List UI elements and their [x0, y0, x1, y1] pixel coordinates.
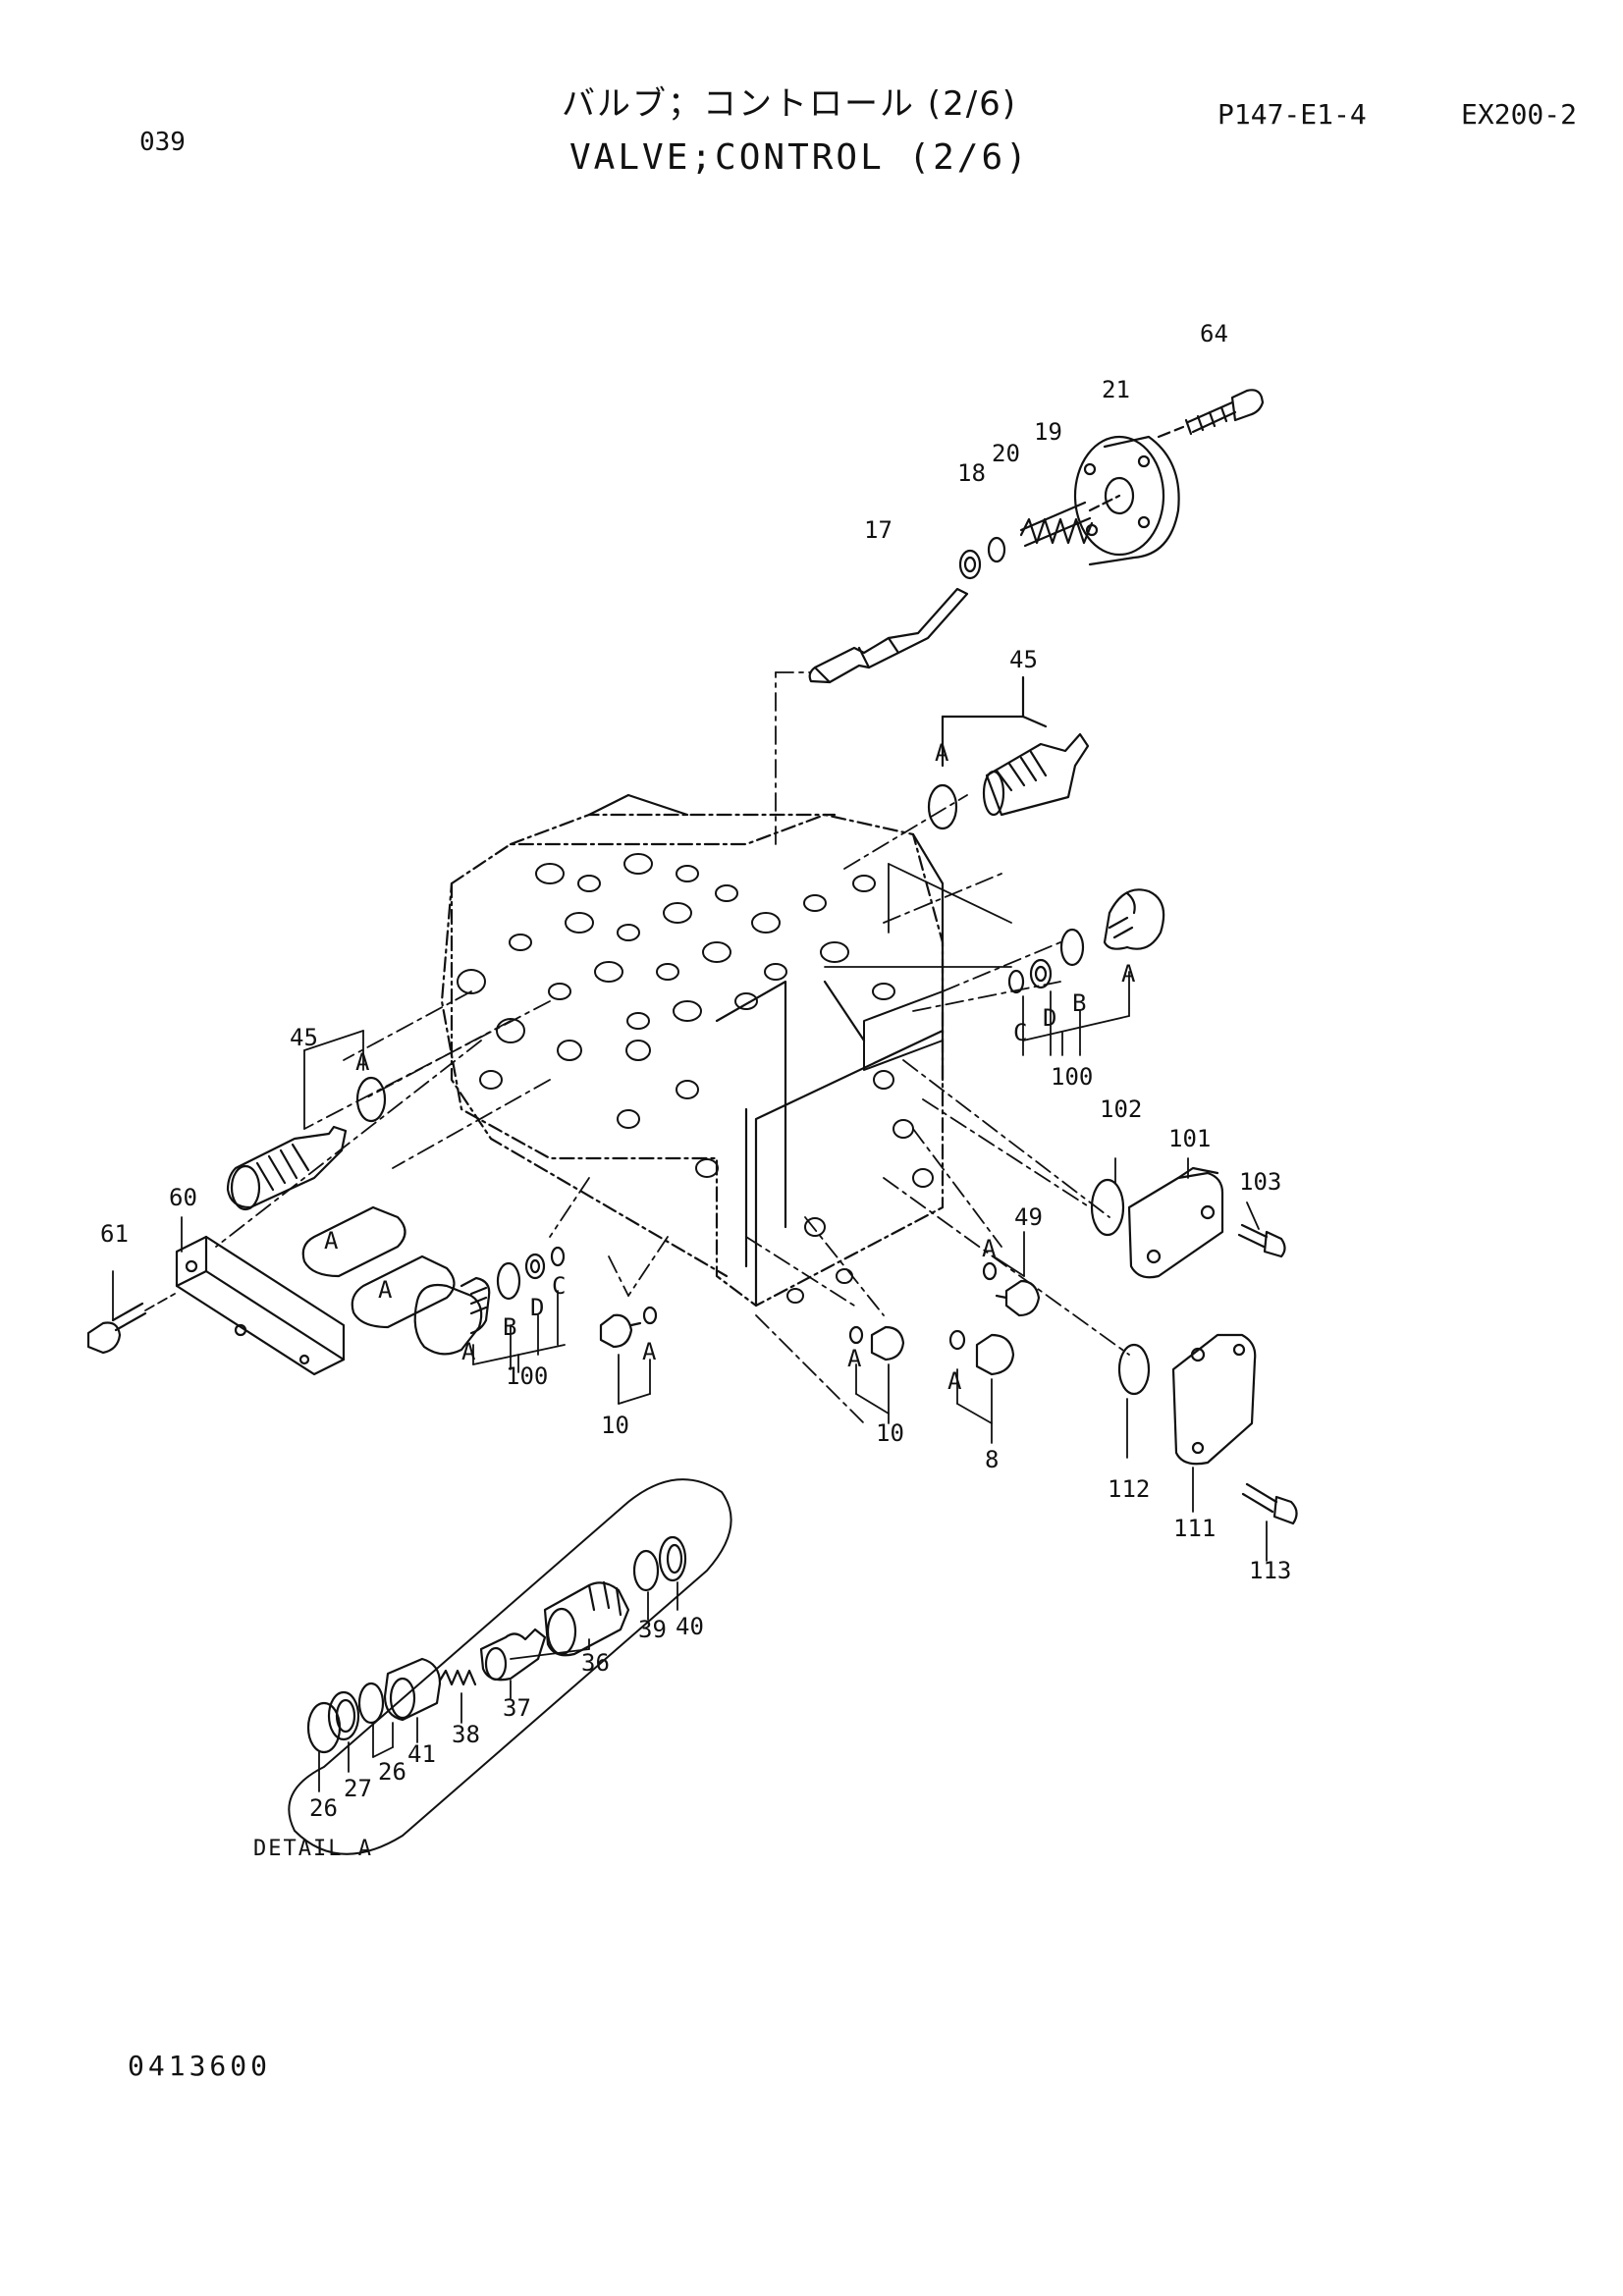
ring-20 — [987, 536, 1006, 563]
letter-a-plug-left: A — [461, 1338, 476, 1365]
letter-a-top: A — [935, 739, 949, 767]
letter-a-oval-1: A — [324, 1227, 339, 1255]
detail-a — [288, 1478, 732, 1855]
page-number: 039 — [139, 128, 186, 157]
callout-100-left: 100 — [506, 1362, 548, 1390]
letter-c-left: C — [552, 1272, 566, 1300]
plug-49 — [982, 1231, 1041, 1317]
letter-b-right: B — [1072, 989, 1086, 1017]
oring-c-left — [550, 1246, 566, 1267]
callout-61: 61 — [100, 1220, 129, 1248]
reference-letters: A A B D C A A A A B D C A A A A — [324, 739, 1136, 1395]
callout-21: 21 — [1102, 376, 1130, 403]
plate-60 — [175, 1216, 346, 1376]
plug-10-mid — [848, 1325, 905, 1424]
detail-a-caption: DETAIL A — [253, 1837, 373, 1861]
bolt-64 — [1157, 389, 1265, 439]
plug-right — [1103, 888, 1165, 950]
parts-code: P147-E1-4 — [1217, 98, 1367, 131]
oring-b-right — [1059, 928, 1085, 967]
washer-18 — [958, 549, 982, 580]
oval-a-2 — [351, 1255, 456, 1329]
callout-19: 19 — [1034, 418, 1062, 446]
valve-body — [440, 793, 945, 1308]
backup-ring-d-right — [1029, 958, 1053, 989]
callout-39: 39 — [638, 1616, 667, 1643]
oring-c-right — [1007, 969, 1025, 994]
letter-b-left: B — [503, 1313, 516, 1341]
document-number: 0413600 — [128, 2050, 272, 2082]
callout-60: 60 — [169, 1184, 197, 1211]
cover-111 — [1171, 1333, 1257, 1513]
callout-102: 102 — [1100, 1095, 1142, 1123]
callout-101: 101 — [1168, 1125, 1211, 1152]
callout-10-mid: 10 — [876, 1419, 904, 1447]
callout-111: 111 — [1173, 1515, 1216, 1542]
spool-17 — [808, 587, 969, 684]
callout-37: 37 — [503, 1694, 531, 1722]
letter-d-left: D — [530, 1294, 544, 1321]
title-english: VALVE;CONTROL (2/6) — [569, 137, 1030, 178]
callout-40: 40 — [676, 1613, 704, 1640]
callout-113: 113 — [1249, 1557, 1291, 1584]
relief-valve-45-left — [226, 1030, 387, 1211]
relief-valve-45-top — [927, 675, 1090, 830]
oring-b-left — [496, 1261, 521, 1301]
callout-26-b: 26 — [378, 1758, 406, 1786]
letter-d-right: D — [1043, 1004, 1056, 1032]
callout-45-top: 45 — [1009, 646, 1038, 673]
oring-112 — [1117, 1343, 1151, 1396]
callout-38: 38 — [452, 1721, 480, 1748]
callout-17: 17 — [864, 516, 893, 544]
callout-45-left: 45 — [290, 1024, 318, 1051]
callout-41: 41 — [407, 1740, 436, 1768]
bolt-61 — [86, 1270, 176, 1355]
cover-101 — [1127, 1157, 1224, 1279]
callout-27: 27 — [344, 1775, 372, 1802]
callout-49: 49 — [1014, 1203, 1043, 1231]
plug-10-left — [599, 1306, 658, 1405]
plug-left — [413, 1276, 491, 1356]
letter-a-bolt-10: A — [642, 1338, 657, 1365]
oval-a-1 — [301, 1205, 406, 1278]
title-japanese: バルブ；コントロール (2/6) — [562, 84, 1018, 124]
letter-c-right: C — [1013, 1019, 1027, 1046]
callout-64: 64 — [1200, 320, 1228, 347]
letter-a-right-plug: A — [1121, 960, 1136, 988]
callout-numbers: 64 21 19 20 18 17 45 100 102 101 103 45 … — [100, 320, 1291, 1822]
callout-36: 36 — [581, 1649, 610, 1677]
oring-102 — [1090, 1178, 1125, 1237]
plug-8 — [948, 1329, 1015, 1444]
letter-a-bolt-10b: A — [847, 1345, 862, 1372]
callout-100-right: 100 — [1051, 1063, 1093, 1091]
bolt-113 — [1241, 1482, 1298, 1562]
cap-21 — [1073, 435, 1180, 566]
callout-112: 112 — [1108, 1475, 1150, 1503]
letter-a-left: A — [355, 1048, 370, 1076]
callout-8: 8 — [985, 1446, 999, 1473]
callout-20: 20 — [992, 440, 1020, 467]
spring-19 — [1019, 494, 1121, 548]
letter-a-oval-2: A — [378, 1276, 393, 1304]
callout-10-left: 10 — [601, 1412, 629, 1439]
letter-a-49: A — [982, 1235, 997, 1262]
callout-103: 103 — [1239, 1168, 1281, 1196]
callout-18: 18 — [957, 459, 986, 487]
letter-a-8: A — [947, 1367, 962, 1395]
model-code: EX200-2 — [1461, 98, 1578, 131]
callout-26-a: 26 — [309, 1794, 338, 1822]
bolt-103 — [1237, 1201, 1286, 1258]
backup-ring-d-left — [524, 1253, 546, 1280]
